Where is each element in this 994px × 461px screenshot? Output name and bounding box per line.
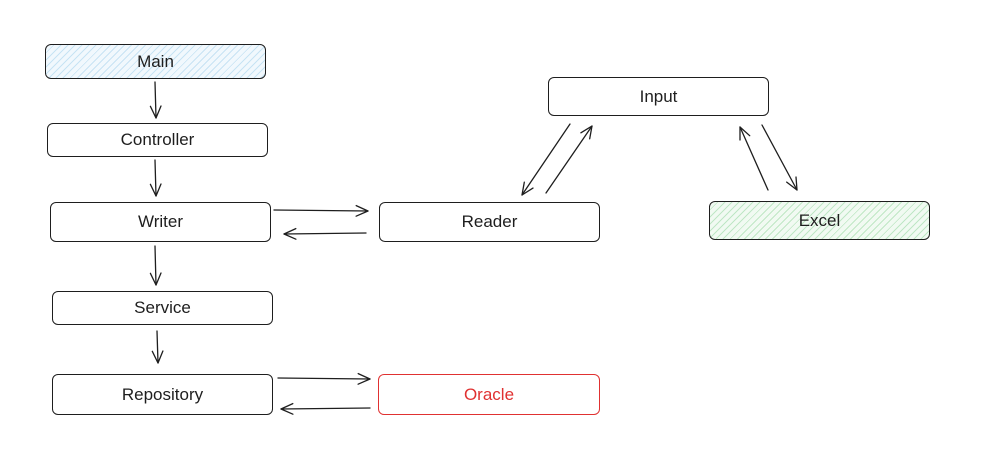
arrow-controller-to-writer: [149, 159, 162, 197]
arrow-reader-to-writer: [283, 227, 367, 240]
node-writer[interactable]: Writer: [50, 202, 271, 242]
arrow-input-to-excel: [761, 124, 798, 191]
arrow-writer-to-service: [149, 245, 162, 286]
arrow-service-to-repository: [151, 330, 164, 364]
arrow-oracle-to-repository: [280, 402, 371, 415]
node-oracle-label: Oracle: [463, 384, 515, 404]
arrow-input-to-reader: [521, 123, 571, 196]
node-input[interactable]: Input: [548, 77, 769, 116]
node-service[interactable]: Service: [52, 291, 273, 325]
node-service-label: Service: [134, 298, 191, 317]
node-repository-label: Repository: [121, 384, 204, 404]
node-main-label: Main: [137, 51, 174, 71]
node-reader-label: Reader: [461, 212, 518, 231]
node-repository[interactable]: Repository: [52, 374, 273, 415]
node-controller-label: Controller: [120, 130, 195, 149]
arrow-writer-to-reader: [273, 204, 369, 217]
node-reader[interactable]: Reader: [379, 202, 600, 242]
node-excel-label: Excel: [798, 210, 841, 230]
node-oracle[interactable]: Oracle: [378, 374, 600, 415]
arrow-reader-to-input: [545, 125, 593, 194]
node-main[interactable]: Main: [45, 44, 266, 79]
node-writer-label: Writer: [137, 212, 183, 231]
arrow-main-to-controller: [149, 81, 162, 119]
arrow-repository-to-oracle: [277, 372, 371, 385]
node-controller[interactable]: Controller: [47, 123, 268, 157]
node-excel[interactable]: Excel: [709, 201, 930, 240]
node-input-label: Input: [639, 86, 678, 106]
arrow-excel-to-input: [739, 126, 769, 191]
